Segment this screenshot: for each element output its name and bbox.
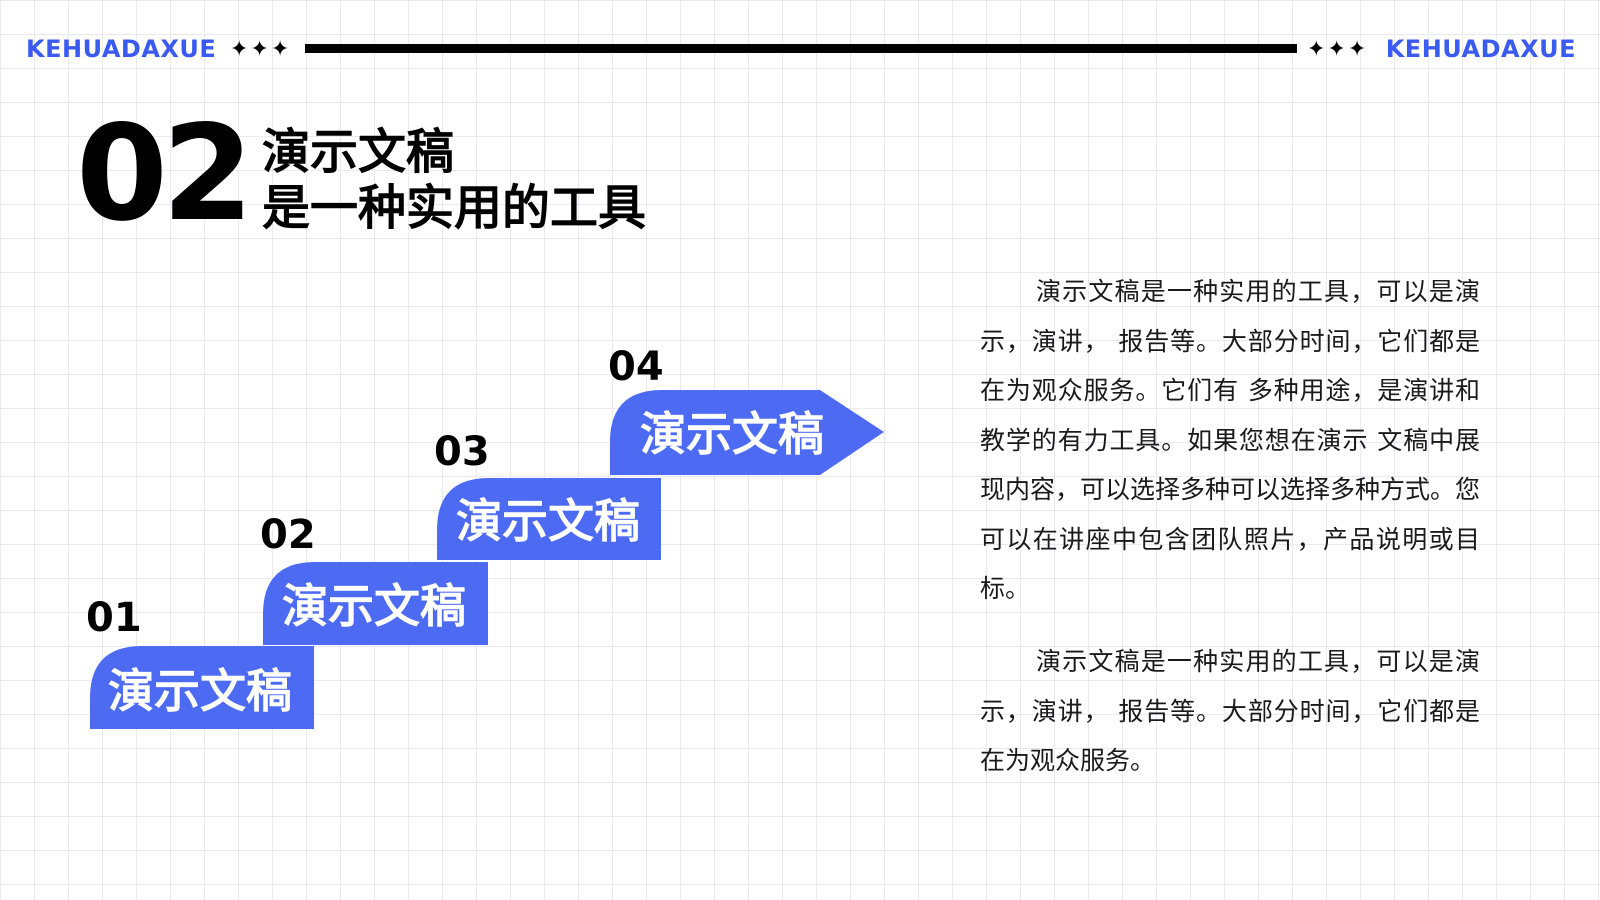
step-label-3: 03 <box>434 429 490 475</box>
step-shape-2 <box>263 562 488 645</box>
step-shape-1 <box>90 646 314 729</box>
step-text-4: 演示文稿 <box>640 407 824 461</box>
brand-right: KEHUADAXUE <box>1385 35 1576 63</box>
brand-left: KEHUADAXUE <box>26 35 217 63</box>
step-label-4: 04 <box>608 344 664 390</box>
staircase-shapes <box>90 390 884 729</box>
step-shape-4 <box>610 390 884 475</box>
diamonds-right-icon: ✦✦✦ <box>1307 37 1369 62</box>
step-label-1: 01 <box>86 595 142 641</box>
step-text-2: 演示文稿 <box>282 579 466 633</box>
body-paragraph-1: 演示文稿是一种实用的工具，可以是演示，演讲， 报告等。大部分时间，它们都是在为观… <box>980 277 1481 603</box>
section-title-line2: 是一种实用的工具 <box>262 180 647 236</box>
step-text-3: 演示文稿 <box>456 494 640 548</box>
diamonds-left-icon: ✦✦✦ <box>230 37 292 62</box>
header-divider <box>305 44 1297 53</box>
step-shape-3 <box>437 478 661 560</box>
step-text-1: 演示文稿 <box>108 664 292 718</box>
section-number: 02 <box>76 97 254 251</box>
section-title: 演示文稿 是一种实用的工具 <box>262 124 646 236</box>
body-paragraph-2: 演示文稿是一种实用的工具，可以是演示，演讲， 报告等。大部分时间，它们都是在为观… <box>980 647 1480 775</box>
step-label-2: 02 <box>260 512 316 558</box>
section-title-line1: 演示文稿 <box>262 124 455 180</box>
